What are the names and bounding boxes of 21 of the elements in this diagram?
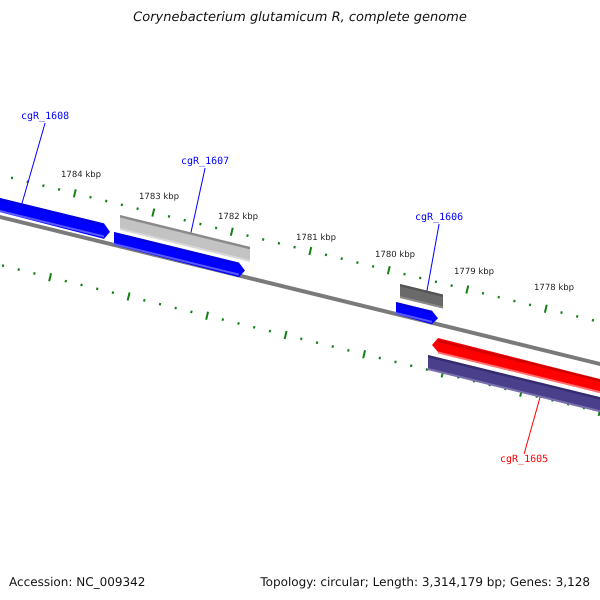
gene-segment bbox=[0, 196, 110, 239]
scale-label: 1781 kbp bbox=[296, 234, 336, 242]
scale-label: 1778 kbp bbox=[534, 284, 574, 292]
scale-label: 1782 kbp bbox=[218, 213, 258, 222]
gene-label: cgR_1605 bbox=[500, 455, 548, 465]
scale-label: 1779 kbp bbox=[454, 268, 494, 276]
leader-line bbox=[426, 224, 440, 292]
gene-bar bbox=[400, 284, 443, 309]
leader-line bbox=[524, 396, 540, 454]
gene-label: cgR_1608 bbox=[21, 112, 70, 122]
gene-label: cgR_1606 bbox=[415, 213, 464, 223]
genome-info-text: Topology: circular; Length: 3,314,179 bp; Genes: 3,128 bbox=[260, 576, 590, 588]
title: Corynebacterium glutamicum R, complete genome bbox=[133, 11, 467, 24]
leader-line bbox=[22, 122, 46, 204]
scale-label: 1783 kbp bbox=[139, 193, 180, 202]
leader-line bbox=[190, 168, 206, 233]
gene-bar bbox=[428, 355, 600, 414]
accession-text: Accession: NC_009342 bbox=[9, 576, 146, 588]
scale-label: 1784 kbp bbox=[61, 171, 102, 180]
scale-label: 1780 kbp bbox=[375, 251, 416, 260]
gene-label: cgR_1607 bbox=[181, 157, 230, 167]
